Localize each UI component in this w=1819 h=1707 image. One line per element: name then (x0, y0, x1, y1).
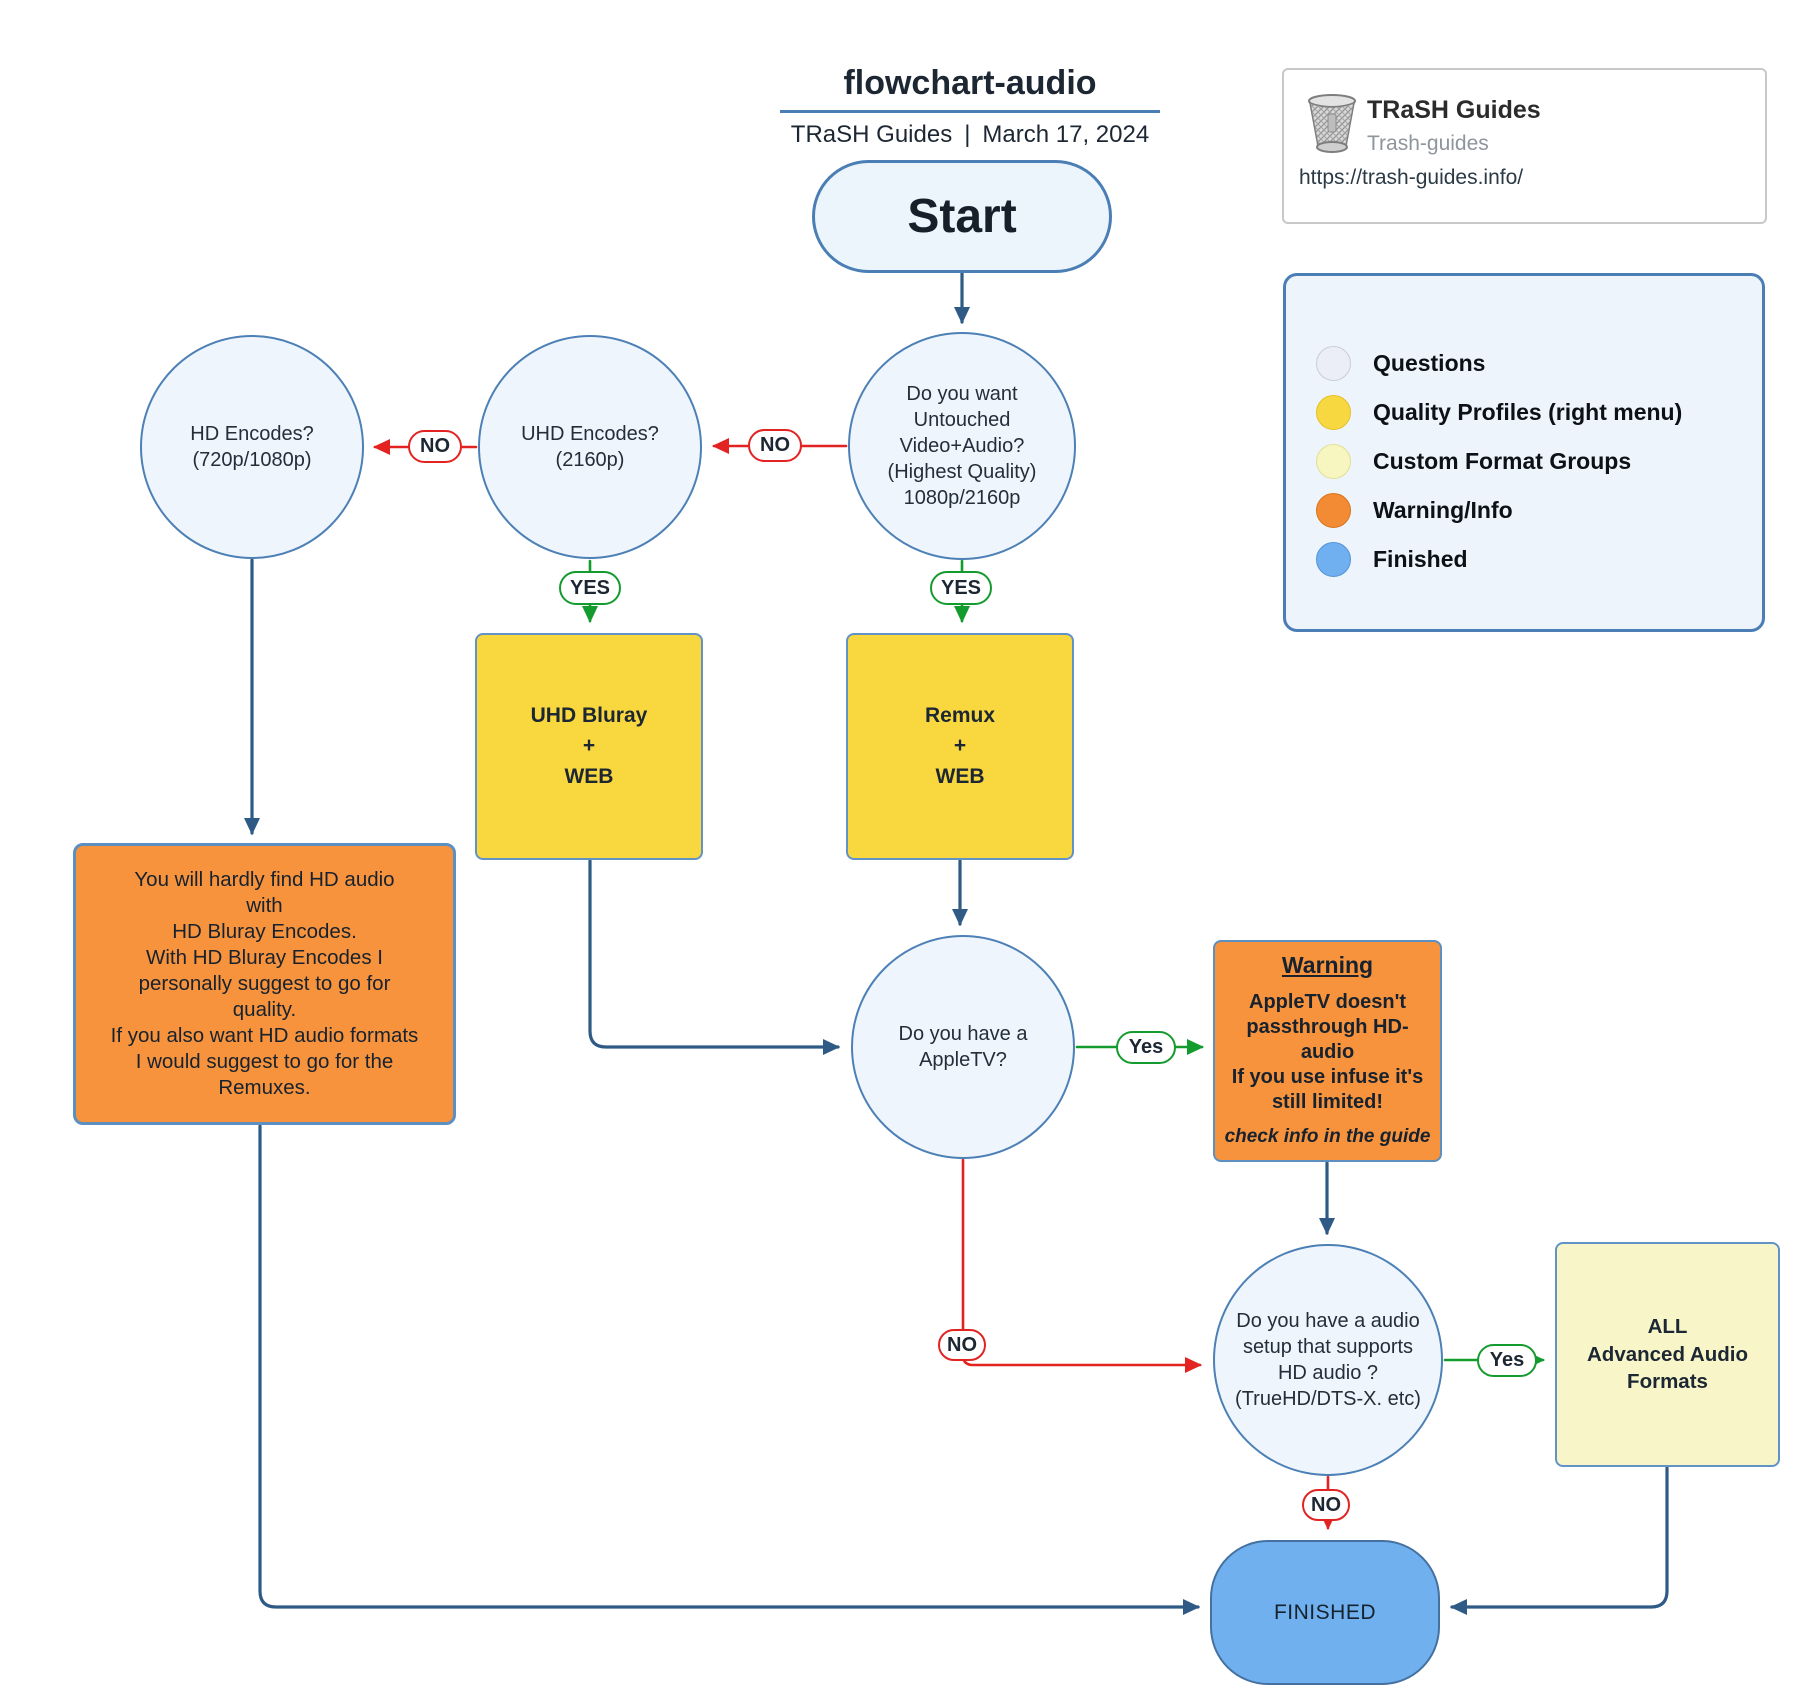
edge-note-to-finished (258, 1124, 1200, 1615)
custom-format-groups-swatch-icon (1316, 444, 1351, 479)
warning-info-swatch-icon (1316, 493, 1351, 528)
questions-swatch-icon (1316, 346, 1351, 381)
trash-can-icon (1308, 94, 1356, 153)
warning-footer: check info in the guide (1224, 1126, 1431, 1147)
node-profile-remux-web: Remux + WEB (846, 633, 1074, 860)
subtitle-date: March 17, 2024 (982, 121, 1150, 148)
edge-uhdbox-to-appletv (588, 859, 840, 1055)
brand-url: https://trash-guides.info/ (1299, 166, 1524, 189)
legend-item-quality-profiles: Quality Profiles (right menu) (1316, 395, 1762, 430)
edge-label-no-audio-to-finished: NO (1302, 1489, 1350, 1521)
subtitle-separator: | (964, 121, 971, 148)
node-question-hd-encodes: HD Encodes? (720p/1080p) (140, 335, 364, 559)
edge-label-yes-appletv-to-warning: Yes (1116, 1031, 1176, 1064)
brand-name: TRaSH Guides (1367, 96, 1541, 124)
node-question-audio-setup: Do you have a audio setup that supports … (1213, 1244, 1443, 1476)
warning-title: Warning (1281, 952, 1374, 978)
edge-label-no-uhd-to-hd: NO (408, 430, 462, 463)
legend-item-custom-format-groups: Custom Format Groups (1316, 444, 1762, 479)
quality-profiles-swatch-icon (1316, 395, 1351, 430)
edge-label-yes-uhd-to-box: YES (559, 571, 621, 605)
edge-appletv-to-audio-no (961, 1158, 1202, 1373)
brand-card: TRaSH Guides Trash-guides https://trash-… (1282, 68, 1767, 224)
finished-swatch-icon (1316, 542, 1351, 577)
node-warning-appletv: Warning AppleTV doesn't passthrough HD-a… (1213, 940, 1442, 1162)
subtitle-author: TRaSH Guides (790, 121, 953, 148)
node-question-untouched-video-audio: Do you want Untouched Video+Audio? (High… (848, 332, 1076, 560)
edge-label-no-appletv-to-audio: NO (938, 1329, 986, 1361)
node-note-hd-audio: You will hardly find HD audio with HD Bl… (73, 843, 456, 1125)
edge-allbox-to-finished (1450, 1466, 1669, 1615)
node-start: Start (812, 160, 1112, 273)
brand-handle: Trash-guides (1367, 132, 1489, 155)
page-subtitle: TRaSH Guides | March 17, 2024 (780, 121, 1160, 149)
node-question-uhd-encodes: UHD Encodes? (2160p) (478, 335, 702, 559)
legend-item-questions: Questions (1316, 346, 1762, 381)
node-finished: FINISHED (1210, 1540, 1440, 1685)
node-all-advanced-audio-formats: ALL Advanced Audio Formats (1555, 1242, 1780, 1467)
node-question-appletv: Do you have a AppleTV? (851, 935, 1075, 1159)
edge-label-yes-untouched-to-remux: YES (930, 571, 992, 605)
legend-item-finished: Finished (1316, 542, 1762, 577)
warning-body: AppleTV doesn't passthrough HD-audio If … (1231, 991, 1424, 1113)
node-profile-uhd-bluray-web: UHD Bluray + WEB (475, 633, 703, 860)
edge-label-no-untouched-to-uhd: NO (748, 429, 802, 462)
legend-box: Questions Quality Profiles (right menu) … (1283, 273, 1765, 632)
page-title: flowchart-audio (780, 64, 1160, 113)
edge-label-yes-audio-to-all: Yes (1477, 1344, 1537, 1377)
legend-item-warning-info: Warning/Info (1316, 493, 1762, 528)
